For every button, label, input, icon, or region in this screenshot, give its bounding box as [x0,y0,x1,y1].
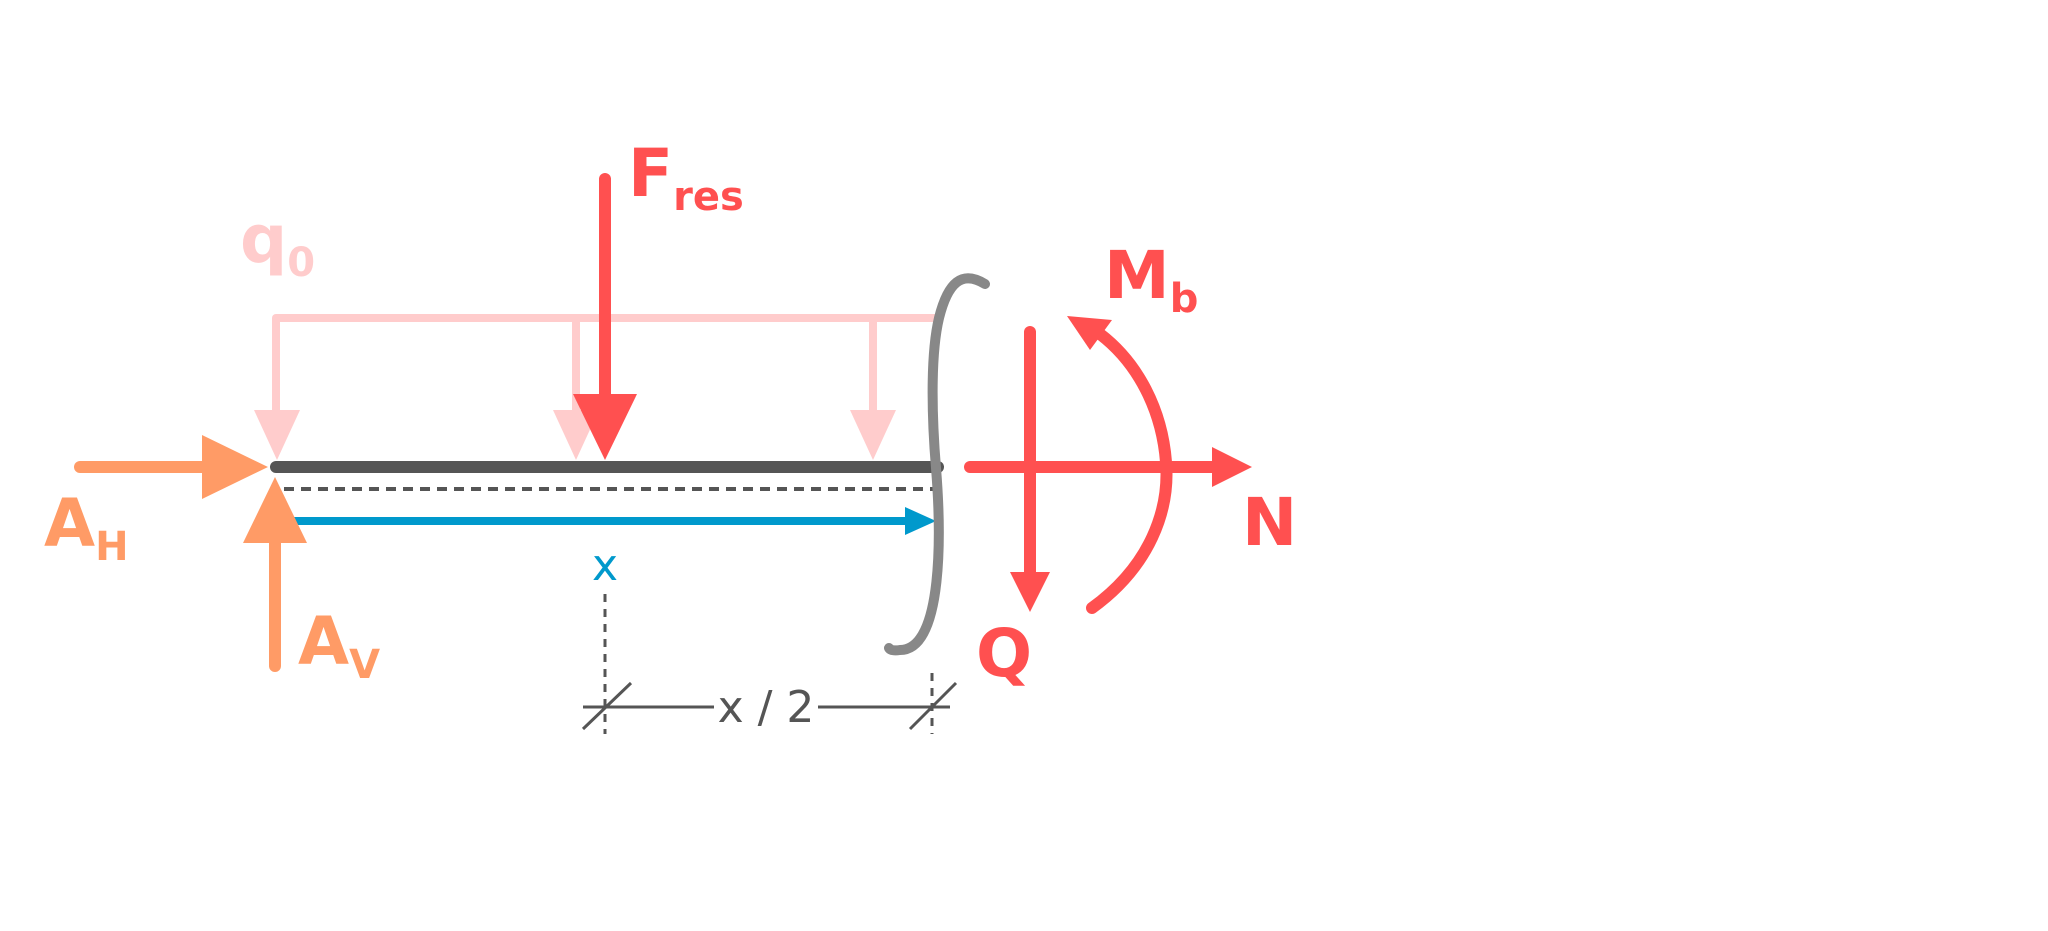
label-x-half: x / 2 [718,682,815,733]
dimension-x-half [581,594,958,734]
x-axis-arrow [292,507,936,535]
label-a-h: AH [44,485,129,570]
resultant-force-arrow [573,173,637,460]
load-arrow-left-head [254,410,300,460]
label-f-res: Fres [628,135,744,220]
label-x: x [592,540,618,591]
label-m-b: Mb [1104,237,1198,322]
shear-force-arrow [1010,326,1050,612]
label-a-v: AV [298,603,380,688]
dimension-tick-right [908,681,958,731]
label-n: N [1242,484,1297,561]
cut-line [884,273,990,656]
reaction-ah-arrow [74,435,268,499]
reaction-av-arrow [243,477,307,672]
label-q: Q [976,615,1032,692]
load-arrow-right-head [850,410,896,460]
normal-force-arrow [964,447,1252,487]
dimension-tick-left [581,681,633,731]
bending-moment-arrow [1067,316,1173,614]
label-q0: q0 [240,201,315,286]
